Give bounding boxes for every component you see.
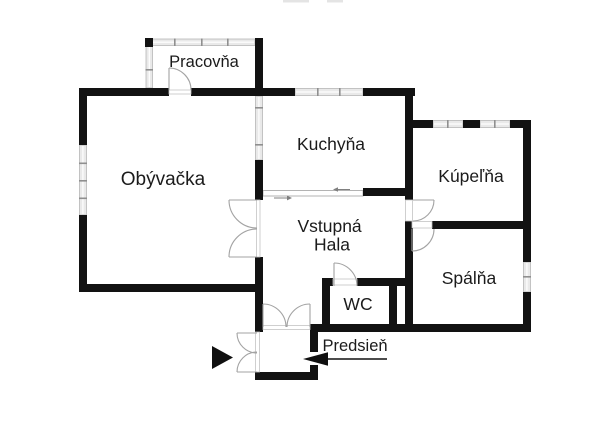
wall: [79, 284, 263, 292]
opening-kuchyna-hala: [262, 190, 364, 197]
door-swing-obyvacka-double: [228, 199, 258, 258]
wall: [363, 88, 415, 96]
window-kupelna-north-2: [479, 120, 511, 128]
room-label-pracovna: Pracovňa: [169, 53, 240, 71]
wall: [322, 286, 330, 324]
wall: [255, 372, 318, 380]
wall: [432, 221, 531, 229]
room-label-vstupna-hala: Vstupná Hala: [297, 216, 366, 255]
door-thresholds: [168, 89, 433, 373]
door-swing-wc: [333, 262, 358, 287]
room-label-kuchyna: Kuchyňa: [297, 134, 365, 154]
window-pracovna-west: [145, 45, 153, 89]
room-label-predsien: Predsieň: [322, 337, 387, 355]
wall: [255, 160, 263, 200]
wall: [510, 120, 531, 128]
door-swing-pracovna: [168, 67, 192, 91]
window-kuchyna-north: [294, 88, 364, 96]
wall: [322, 278, 333, 286]
window-pracovna-north: [151, 38, 256, 46]
watermark-artifact: [283, 0, 343, 3]
wall: [255, 257, 263, 332]
window-spalna-east: [523, 261, 531, 293]
wall: [523, 292, 531, 332]
wall: [405, 221, 413, 326]
room-label-wc: WC: [343, 294, 372, 314]
wall: [191, 88, 263, 96]
room-label-spalna: Spálňa: [442, 268, 497, 288]
wall: [405, 88, 413, 200]
doors: [168, 67, 435, 373]
wall: [310, 324, 531, 332]
wall: [357, 278, 413, 286]
wall: [363, 188, 413, 196]
walls: [79, 38, 531, 380]
door-swing-spalna: [411, 228, 435, 252]
room-label-obyvacka: Obývačka: [121, 169, 206, 190]
door-swing-hala-predsien-double: [262, 303, 311, 328]
window-obyvacka-west: [79, 144, 87, 216]
wall: [145, 38, 153, 47]
window-kupelna-north-1: [432, 120, 464, 128]
entrance-arrow-icon: [212, 346, 233, 369]
wall: [463, 120, 480, 128]
sliding-direction-arrows: [274, 187, 350, 201]
wall: [523, 120, 531, 262]
wall: [413, 120, 433, 128]
wall: [79, 215, 87, 292]
door-swing-kupelna: [412, 199, 435, 222]
door-swing-entrance-double: [236, 332, 258, 373]
wall: [255, 38, 263, 96]
predsien-leader-arrow: [303, 352, 387, 366]
room-labels: Pracovňa Obývačka Kuchyňa Kúpeľňa Vstupn…: [121, 53, 504, 355]
windows: [79, 38, 531, 293]
room-label-kupelna: Kúpeľňa: [438, 166, 504, 186]
wall: [79, 88, 87, 145]
wall: [79, 88, 169, 96]
glass-partition-obyvacka-kuchyna: [255, 95, 263, 161]
wall: [389, 286, 397, 324]
wall: [263, 88, 295, 96]
